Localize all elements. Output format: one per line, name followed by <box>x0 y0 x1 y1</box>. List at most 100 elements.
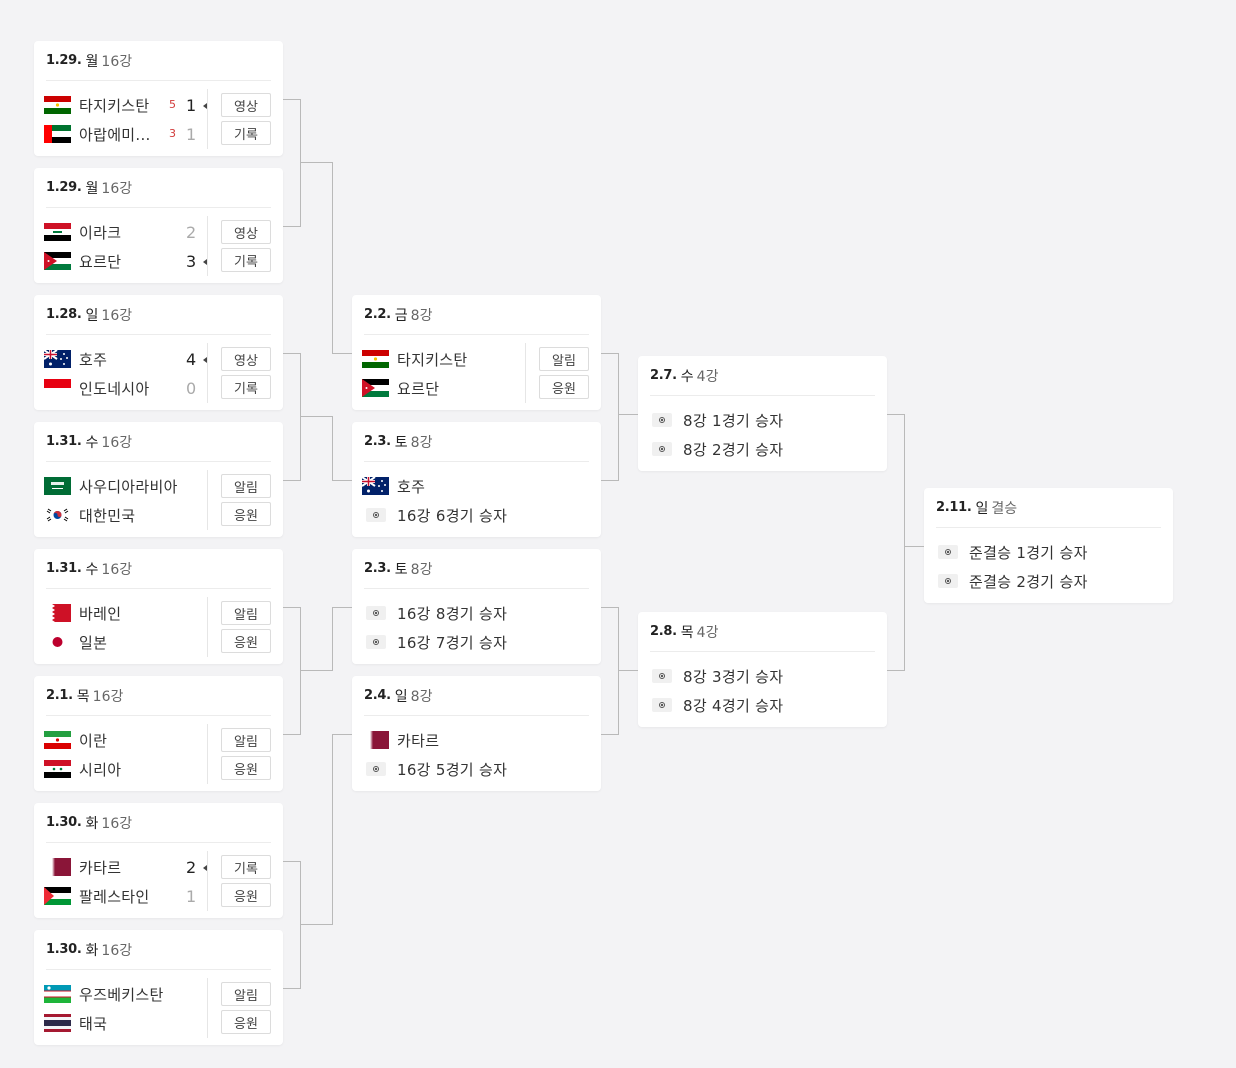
team-row[interactable]: 일본 <box>44 630 107 654</box>
action-button[interactable]: 응원 <box>221 883 271 907</box>
team-row[interactable]: 호주 <box>44 347 107 371</box>
soccer-ball-icon <box>934 543 961 561</box>
team-row[interactable]: 8강 3경기 승자 <box>648 664 783 688</box>
team-name: 요르단 <box>79 252 122 271</box>
team-row[interactable]: 16강 7경기 승자 <box>362 630 507 654</box>
team-row[interactable]: 8강 2경기 승자 <box>648 437 783 461</box>
match-day: 월 <box>85 53 99 70</box>
match-date: 1.30. <box>46 815 82 830</box>
team-row[interactable]: 팔레스타인 <box>44 884 150 908</box>
team-name: 8강 4경기 승자 <box>683 696 784 715</box>
team-row[interactable]: 이란 <box>44 728 107 752</box>
team-row[interactable]: 바레인 <box>44 601 121 625</box>
action-button[interactable]: 알림 <box>221 474 271 498</box>
team-row[interactable]: 타지키스탄 <box>44 93 150 117</box>
team-row[interactable]: 사우디아라비아 <box>44 474 178 498</box>
action-button[interactable]: 응원 <box>221 756 271 780</box>
action-button[interactable]: 알림 <box>221 601 271 625</box>
team-row[interactable]: 8강 1경기 승자 <box>648 408 783 432</box>
country-flag-icon <box>44 379 71 397</box>
team-row[interactable]: 아랍에미... <box>44 122 151 146</box>
match-day: 일 <box>394 688 408 705</box>
team-name: 바레인 <box>79 604 122 623</box>
action-button[interactable]: 응원 <box>221 1010 271 1034</box>
team-name: 요르단 <box>397 379 440 398</box>
team-row[interactable]: 요르단 <box>44 249 121 273</box>
action-button[interactable]: 기록 <box>221 375 271 399</box>
match-round: 8강 <box>410 434 433 451</box>
bracket-connector <box>300 162 332 163</box>
team-row[interactable]: 8강 4경기 승자 <box>648 693 783 717</box>
team-row[interactable]: 타지키스탄 <box>362 347 468 371</box>
action-button[interactable]: 영상 <box>221 93 271 117</box>
team-row[interactable]: 16강 6경기 승자 <box>362 503 507 527</box>
action-button[interactable]: 응원 <box>221 502 271 526</box>
team-row[interactable]: 카타르 <box>44 855 121 879</box>
team-row[interactable]: 호주 <box>362 474 425 498</box>
country-flag-icon <box>44 350 71 368</box>
match-round: 16강 <box>101 180 133 197</box>
action-button[interactable]: 알림 <box>221 982 271 1006</box>
team-name: 호주 <box>397 477 426 496</box>
team-row[interactable]: 대한민국 <box>44 503 135 527</box>
match-date: 2.8. <box>650 624 677 639</box>
match-round: 16강 <box>101 53 133 70</box>
action-button[interactable]: 기록 <box>221 248 271 272</box>
match-date: 1.30. <box>46 942 82 957</box>
bracket-connector <box>332 162 333 354</box>
divider <box>207 89 208 149</box>
action-button[interactable]: 알림 <box>221 728 271 752</box>
winner-marker <box>203 865 207 871</box>
bracket-connector <box>332 606 352 608</box>
country-flag-icon <box>44 223 71 241</box>
team-row[interactable]: 이라크 <box>44 220 121 244</box>
match-day: 목 <box>76 688 90 705</box>
divider <box>207 216 208 276</box>
match-day: 수 <box>85 434 99 451</box>
team-row[interactable]: 16강 5경기 승자 <box>362 757 507 781</box>
team-name: 카타르 <box>397 731 440 750</box>
bracket-connector <box>332 606 333 671</box>
country-flag-icon <box>362 477 389 495</box>
team-row[interactable]: 우즈베키스탄 <box>44 982 164 1006</box>
team-name: 16강 5경기 승자 <box>397 760 508 779</box>
team-score: 1 <box>186 887 197 906</box>
team-row[interactable]: 카타르 <box>362 728 439 752</box>
team-name: 태국 <box>79 1014 108 1033</box>
action-button[interactable]: 기록 <box>221 121 271 145</box>
match-date: 2.3. <box>364 561 391 576</box>
country-flag-icon <box>44 731 71 749</box>
team-row[interactable]: 16강 8경기 승자 <box>362 601 507 625</box>
country-flag-icon <box>362 379 389 397</box>
action-button[interactable]: 알림 <box>539 347 589 371</box>
action-button[interactable]: 영상 <box>221 220 271 244</box>
match-date: 2.1. <box>46 688 73 703</box>
action-button[interactable]: 영상 <box>221 347 271 371</box>
team-name: 16강 6경기 승자 <box>397 506 508 525</box>
team-name: 준결승 2경기 승자 <box>969 572 1088 591</box>
match-day: 금 <box>394 307 408 324</box>
team-row[interactable]: 준결승 2경기 승자 <box>934 569 1088 593</box>
team-row[interactable]: 요르단 <box>362 376 439 400</box>
match-day: 화 <box>85 942 99 959</box>
team-row[interactable]: 시리아 <box>44 757 121 781</box>
match-round: 4강 <box>696 624 719 641</box>
match-round: 16강 <box>101 434 133 451</box>
team-row[interactable]: 인도네시아 <box>44 376 150 400</box>
match-round: 16강 <box>101 942 133 959</box>
team-name: 사우디아라비아 <box>79 477 178 496</box>
match-round: 16강 <box>101 307 133 324</box>
divider <box>207 851 208 911</box>
team-row[interactable]: 준결승 1경기 승자 <box>934 540 1088 564</box>
action-button[interactable]: 응원 <box>221 629 271 653</box>
action-button[interactable]: 기록 <box>221 855 271 879</box>
action-button[interactable]: 응원 <box>539 375 589 399</box>
team-row[interactable]: 태국 <box>44 1011 107 1035</box>
